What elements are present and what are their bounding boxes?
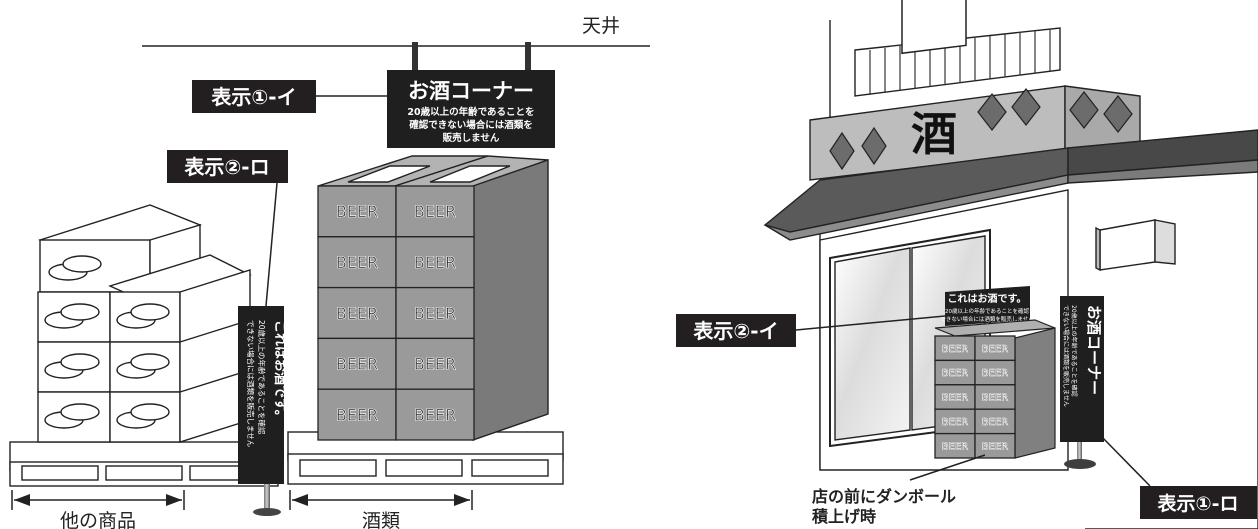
hanger-rod-right: [525, 42, 531, 72]
beer-box: [317, 236, 397, 289]
beer-box-label: BEER: [414, 355, 456, 374]
beer-box-label: BEER: [414, 405, 456, 424]
right-vertical-sign-line1: 20歳以上の年齢であることを確認: [1070, 305, 1078, 397]
right-beer-box-label: BEER: [942, 344, 968, 355]
callout-1-ro-label: 表示①-ロ: [1158, 492, 1239, 515]
right-beer-box-stack: BEER BEER BEER BEER BEER BEER BEER BEER BEER BEER: [934, 335, 1016, 459]
beer-box-label: BEER: [336, 202, 378, 221]
callout-2-ro-box: [167, 150, 288, 183]
right-small-sign-line2: できない場合には酒類を販売しません: [940, 315, 1034, 323]
beer-box-label: BEER: [336, 405, 378, 424]
ceiling-label: 天井: [582, 15, 620, 37]
callout-1-i-label: 表示①-イ: [211, 85, 296, 109]
beer-box-label: BEER: [414, 202, 456, 221]
right-scene: 酒 これはお酒です。 20歳以上の年齢であることを確認 できない場合には酒類を販…: [676, 0, 1258, 529]
hanger-rod-left: [412, 42, 418, 72]
right-small-sign-title: これはお酒です。: [948, 292, 1027, 305]
right-beer-box-label: BEER: [942, 417, 968, 428]
right-vertical-sign-title: お酒コーナー: [1085, 305, 1103, 395]
right-beer-box-label: BEER: [982, 441, 1008, 452]
store-sign-kanji: 酒: [911, 107, 957, 161]
hanging-liquor-sign: お酒コーナー 20歳以上の年齢であることを 確認できない場合には酒類を 販売しま…: [387, 70, 555, 148]
beer-box: [317, 388, 397, 441]
beer-box: [317, 185, 397, 238]
right-beer-box-label: BEER: [982, 344, 1008, 355]
left-scene: 天井 お酒コーナー 20歳以上の年齢であることを 確認できない場合には酒類を 販…: [9, 15, 650, 529]
callout-1-ro-box: [1140, 486, 1257, 519]
store-sign-kanji-plate: [901, 0, 967, 55]
right-beer-box-label: BEER: [942, 393, 968, 404]
beer-box-label: BEER: [336, 304, 378, 323]
hanging-sign-line1: 20歳以上の年齢であることを: [407, 106, 534, 118]
right-beer-box: [934, 359, 976, 386]
signboard-diamonds: [829, 88, 1133, 171]
right-beer-stack-frame: [934, 319, 1056, 459]
right-beer-box-label: BEER: [982, 368, 1008, 379]
callout-1-i-box: [192, 80, 316, 113]
right-beer-box: [934, 384, 976, 410]
dimension-liquor: 酒類: [289, 490, 473, 529]
callout-2-ro-leader: [265, 182, 278, 307]
stand-sign-title: これはお酒です。: [272, 320, 287, 423]
beer-box: [395, 388, 475, 441]
stand-sign-line2: できない場合には酒類を販売しません: [246, 320, 256, 448]
right-vertical-sign-line2: できない場合には酒類を販売しません: [1062, 305, 1070, 407]
dim-other-goods-label: 他の商品: [60, 510, 136, 529]
beer-box-label: BEER: [414, 253, 456, 272]
caption-line1: 店の前にダンボール: [812, 487, 956, 506]
dimension-other-goods: 他の商品: [11, 490, 185, 529]
right-beer-box: [974, 432, 1016, 459]
hanging-sign-title: お酒コーナー: [408, 79, 534, 103]
callout-2-ro-label: 表示②-ロ: [184, 155, 269, 179]
callout-2-i-box: [676, 314, 796, 347]
caption-leader: [909, 454, 986, 481]
callout-2-i-label: 表示②-イ: [693, 319, 778, 343]
hanging-sign-line3: 販売しません: [443, 132, 500, 144]
beer-box-stack: BEER BEER BEER BEER BEER BEER BEER BEER BEER BEER: [317, 185, 475, 441]
beer-box: [395, 236, 475, 289]
beer-box-label: BEER: [414, 304, 456, 323]
right-beer-box-label: BEER: [982, 417, 1008, 428]
right-beer-box: [974, 335, 1016, 362]
right-beer-box: [974, 359, 1016, 386]
other-goods-stack: [9, 204, 279, 487]
callout-1-ro-leader: [1099, 434, 1151, 487]
right-small-sign-line1: 20歳以上の年齢であることを確認: [945, 307, 1029, 315]
right-beer-box: [974, 408, 1016, 435]
dim-liquor-label: 酒類: [362, 510, 400, 529]
stand-sign-line1: 20歳以上の年齢であることを確認: [257, 320, 267, 435]
beer-box: [395, 185, 475, 238]
callout-2-i-leader: [795, 315, 946, 331]
right-beer-box-label: BEER: [982, 393, 1008, 404]
right-beer-box: [934, 335, 976, 362]
right-beer-box-label: BEER: [942, 441, 968, 452]
beer-box-label: BEER: [336, 253, 378, 272]
beer-box-label: BEER: [336, 355, 378, 374]
caption-line2: 積上げ時: [811, 507, 876, 526]
right-vertical-sign: お酒コーナー 20歳以上の年齢であることを確認 できない場合には酒類を販売しませ…: [1060, 296, 1104, 469]
liquor-stand-sign: これはお酒です。 20歳以上の年齢であることを確認 できない場合には酒類を販売し…: [238, 306, 287, 516]
store-building: [763, 20, 1258, 529]
right-beer-box-label: BEER: [942, 368, 968, 379]
hanging-sign-line2: 確認できない場合には酒類を: [409, 119, 533, 131]
right-beer-box: [974, 384, 1016, 410]
right-small-sign: これはお酒です。 20歳以上の年齢であることを確認 できない場合には酒類を販売し…: [940, 286, 1034, 326]
